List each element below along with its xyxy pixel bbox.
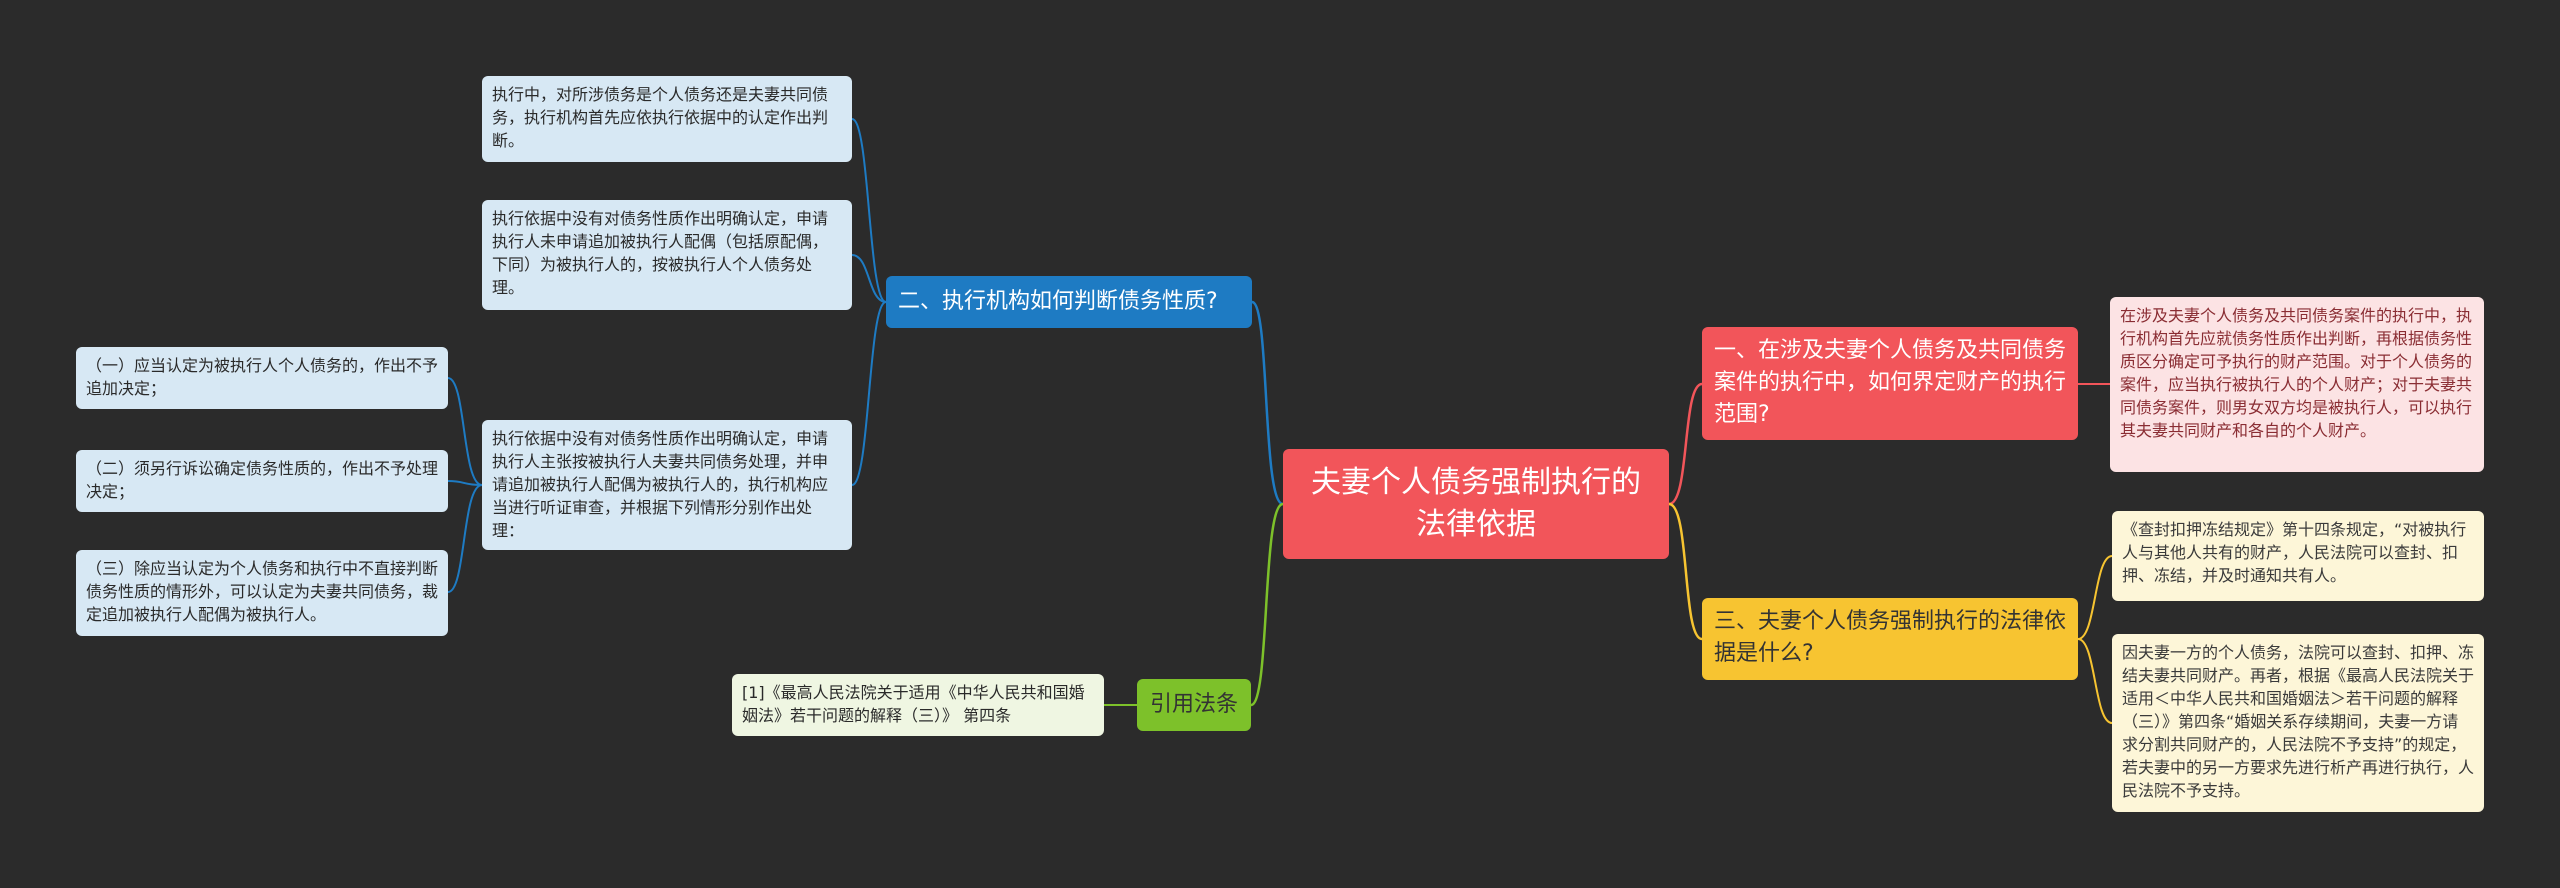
connector-q2-answer1 bbox=[851, 118, 887, 303]
leaf-q2-sub-2-text: （二）须另行诉讼确定债务性质的，作出不予处理决定； bbox=[86, 459, 439, 501]
root-topic[interactable]: 夫妻个人债务强制执行的法律依据 bbox=[1283, 449, 1669, 559]
connector-root-q3 bbox=[1668, 502, 1703, 641]
connector-q3-answer1 bbox=[2077, 555, 2113, 640]
branch-q2-label: 二、执行机构如何判断债务性质? bbox=[898, 289, 1218, 314]
branch-q3-label: 三、夫妻个人债务强制执行的法律依据是什么? bbox=[1714, 609, 2067, 666]
leaf-q2-sub-3-text: （三）除应当认定为个人债务和执行中不直接判断债务性质的情形外，可以认定为夫妻共同… bbox=[86, 559, 439, 624]
connector-root-q2 bbox=[1251, 300, 1284, 506]
leaf-q2-answer-3[interactable]: 执行依据中没有对债务性质作出明确认定，申请执行人主张按被执行人夫妻共同债务处理，… bbox=[482, 420, 852, 550]
branch-law-label: 引用法条 bbox=[1149, 692, 1238, 717]
connector-root-q1 bbox=[1668, 382, 1703, 506]
connector-sub1 bbox=[447, 377, 483, 486]
root-topic-label: 夫妻个人债务强制执行的法律依据 bbox=[1311, 465, 1641, 542]
connector-sub3 bbox=[447, 484, 483, 593]
leaf-q2-answer-2-text: 执行依据中没有对债务性质作出明确认定，申请执行人未申请追加被执行人配偶（包括原配… bbox=[492, 209, 829, 297]
leaf-q2-answer-1[interactable]: 执行中，对所涉债务是个人债务还是夫妻共同债务，执行机构首先应依执行依据中的认定作… bbox=[482, 76, 852, 162]
connector-q3-answer2 bbox=[2077, 638, 2113, 724]
connector-q2-answer2 bbox=[851, 254, 887, 303]
branch-q1[interactable]: 一、在涉及夫妻个人债务及共同债务案件的执行中，如何界定财产的执行范围? bbox=[1702, 327, 2078, 440]
branch-law[interactable]: 引用法条 bbox=[1137, 679, 1251, 731]
leaf-q2-sub-1[interactable]: （一）应当认定为被执行人个人债务的，作出不予追加决定； bbox=[76, 347, 448, 409]
leaf-q1-answer[interactable]: 在涉及夫妻个人债务及共同债务案件的执行中，执行机构首先应就债务性质作出判断，再根… bbox=[2110, 297, 2484, 472]
connector-sub2 bbox=[447, 480, 483, 486]
leaf-q2-answer-2[interactable]: 执行依据中没有对债务性质作出明确认定，申请执行人未申请追加被执行人配偶（包括原配… bbox=[482, 200, 852, 310]
leaf-law-ref-text: [1]《最高人民法院关于适用《中华人民共和国婚姻法》若干问题的解释（三）》 第四… bbox=[742, 683, 1085, 725]
branch-q2[interactable]: 二、执行机构如何判断债务性质? bbox=[886, 276, 1252, 328]
leaf-law-ref[interactable]: [1]《最高人民法院关于适用《中华人民共和国婚姻法》若干问题的解释（三）》 第四… bbox=[732, 674, 1104, 736]
leaf-q2-sub-2[interactable]: （二）须另行诉讼确定债务性质的，作出不予处理决定； bbox=[76, 450, 448, 512]
leaf-q2-sub-3[interactable]: （三）除应当认定为个人债务和执行中不直接判断债务性质的情形外，可以认定为夫妻共同… bbox=[76, 550, 448, 636]
leaf-q2-sub-1-text: （一）应当认定为被执行人个人债务的，作出不予追加决定； bbox=[86, 356, 439, 398]
connector-q2-answer3 bbox=[851, 301, 887, 486]
leaf-q3-answer-1-text: 《查封扣押冻结规定》第十四条规定，“对被执行人与其他人共有的财产，人民法院可以查… bbox=[2122, 520, 2467, 585]
leaf-q3-answer-2[interactable]: 因夫妻一方的个人债务，法院可以查封、扣押、冻结夫妻共同财产。再者，根据《最高人民… bbox=[2112, 634, 2484, 812]
branch-q3[interactable]: 三、夫妻个人债务强制执行的法律依据是什么? bbox=[1702, 598, 2078, 680]
connector-root-law bbox=[1250, 502, 1284, 707]
leaf-q2-answer-3-text: 执行依据中没有对债务性质作出明确认定，申请执行人主张按被执行人夫妻共同债务处理，… bbox=[492, 429, 829, 540]
branch-q1-label: 一、在涉及夫妻个人债务及共同债务案件的执行中，如何界定财产的执行范围? bbox=[1714, 338, 2067, 427]
leaf-q3-answer-1[interactable]: 《查封扣押冻结规定》第十四条规定，“对被执行人与其他人共有的财产，人民法院可以查… bbox=[2112, 511, 2484, 601]
leaf-q3-answer-2-text: 因夫妻一方的个人债务，法院可以查封、扣押、冻结夫妻共同财产。再者，根据《最高人民… bbox=[2122, 643, 2475, 800]
leaf-q2-answer-1-text: 执行中，对所涉债务是个人债务还是夫妻共同债务，执行机构首先应依执行依据中的认定作… bbox=[492, 85, 829, 150]
leaf-q1-answer-text: 在涉及夫妻个人债务及共同债务案件的执行中，执行机构首先应就债务性质作出判断，再根… bbox=[2120, 306, 2473, 440]
